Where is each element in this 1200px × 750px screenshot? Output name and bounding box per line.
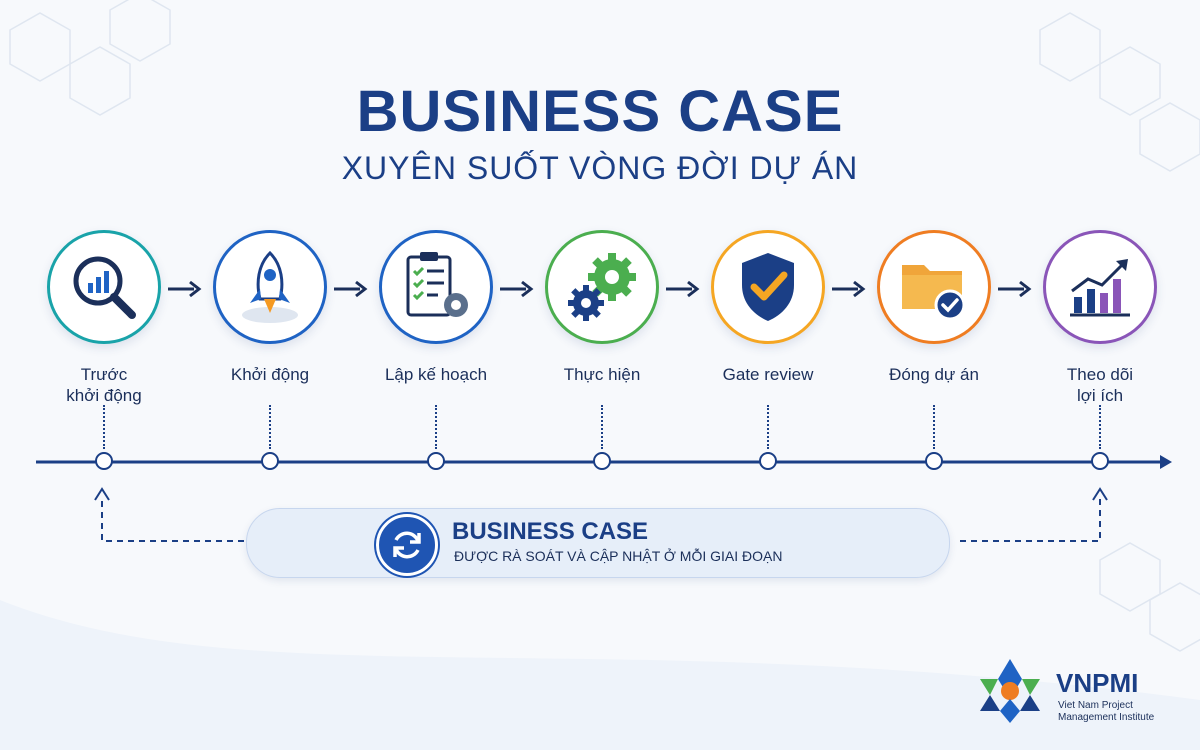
banner-subtitle: ĐƯỢC RÀ SOÁT VÀ CẬP NHẬT Ở MỖI GIAI ĐOẠN: [454, 548, 783, 564]
folder-check-icon: [902, 265, 966, 321]
stage-connector: [1099, 405, 1103, 449]
refresh-icon: [393, 531, 421, 559]
stage-connector: [435, 405, 439, 449]
stage-connector: [601, 405, 605, 449]
page-subtitle: XUYÊN SUỐT VÒNG ĐỜI DỰ ÁN: [341, 150, 859, 186]
rocket-icon: [242, 250, 298, 323]
stage-circle: [213, 230, 327, 344]
stage-label: Khởi động: [230, 365, 310, 384]
stage-connector: [767, 405, 771, 449]
arrow-right-icon: [334, 280, 368, 298]
timeline-node: [925, 452, 943, 470]
timeline-node: [759, 452, 777, 470]
banner-icon-badge: [376, 514, 438, 576]
arrow-right-icon: [666, 280, 700, 298]
logo-name: VNPMI: [1056, 668, 1139, 698]
arrow-right-icon: [168, 280, 202, 298]
logo-tagline: Viet Nam Project Management Institute: [1058, 700, 1155, 723]
stage-connector: [269, 405, 273, 449]
stage-label: Trước khởi động: [66, 365, 142, 405]
arrow-right-icon: [998, 280, 1032, 298]
page-title: BUSINESS CASE: [356, 79, 844, 144]
timeline-node: [1091, 452, 1109, 470]
arrow-right-icon: [500, 280, 534, 298]
gears-icon: [568, 253, 636, 321]
checklist-gear-icon: [406, 252, 468, 317]
stage-label: Lập kế hoạch: [384, 365, 488, 384]
timeline-node: [593, 452, 611, 470]
stage-label: Gate review: [722, 365, 814, 384]
search-chart-icon: [73, 256, 136, 319]
stage-label: Đóng dự án: [889, 365, 979, 384]
growth-chart-icon: [1070, 259, 1130, 317]
stage-circle: [1043, 230, 1157, 344]
stage-circle: [711, 230, 825, 344]
banner-title: BUSINESS CASE: [452, 518, 649, 545]
timeline-node: [427, 452, 445, 470]
stage-label: Thực hiện: [563, 365, 641, 384]
timeline-node: [95, 452, 113, 470]
stage-circle: [545, 230, 659, 344]
stage-circle: [379, 230, 493, 344]
stage-connector: [103, 405, 107, 449]
stage-circle: [47, 230, 161, 344]
stage-circle: [877, 230, 991, 344]
stage-label: Theo dõi lợi ích: [1066, 365, 1134, 405]
shield-check-icon: [742, 253, 794, 321]
timeline-node: [261, 452, 279, 470]
vnpmi-logo-icon: [980, 659, 1040, 723]
review-banner: [246, 508, 950, 578]
stage-connector: [933, 405, 937, 449]
arrow-right-icon: [832, 280, 866, 298]
